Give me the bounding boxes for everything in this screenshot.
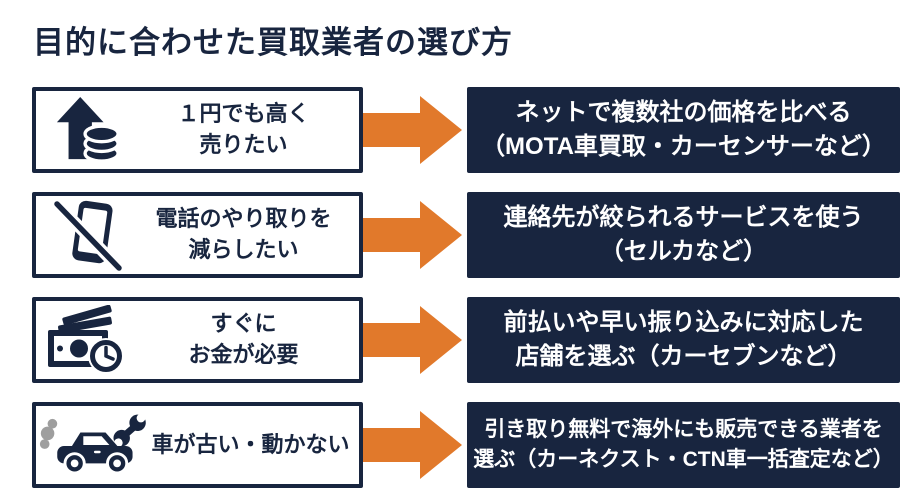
- need-box: すぐに お金が必要: [32, 297, 363, 383]
- solution-label: ネットで複数社の価格を比べる （MOTA車買取・カーセンサーなど）: [481, 98, 886, 160]
- need-label: 電話のやり取りを 減らしたい: [155, 206, 332, 262]
- flow-row-less-calls: 電話のやり取りを 減らしたい 連絡先が絞られるサービスを使う （セルカなど）: [32, 192, 900, 278]
- need-box: 電話のやり取りを 減らしたい: [32, 192, 363, 278]
- solution-label: 前払いや早い振り込みに対応した 店舗を選ぶ（カーセブンなど）: [503, 308, 864, 370]
- flow-row-sell-high: １円でも高く 売りたい ネットで複数社の価格を比べる （MOTA車買取・カーセン…: [32, 87, 900, 173]
- cash-clock-icon: [36, 305, 140, 375]
- solution-box: 前払いや早い振り込みに対応した 店舗を選ぶ（カーセブンなど）: [467, 297, 900, 383]
- solution-box: 引き取り無料で海外にも販売できる業者を 選ぶ（カーネクスト・CTN車一括査定など…: [467, 402, 900, 488]
- need-box: 車が古い・動かない: [32, 402, 363, 488]
- page-title: 目的に合わせた買取業者の選び方: [33, 25, 513, 60]
- need-box: １円でも高く 売りたい: [32, 87, 363, 173]
- broken-car-icon: [36, 413, 148, 477]
- need-label: １円でも高く 売りたい: [177, 101, 310, 157]
- solution-label: 連絡先が絞られるサービスを使う （セルカなど）: [503, 203, 864, 265]
- solution-box: ネットで複数社の価格を比べる （MOTA車買取・カーセンサーなど）: [467, 87, 900, 173]
- solution-label: 引き取り無料で海外にも販売できる業者を 選ぶ（カーネクスト・CTN車一括査定など…: [473, 418, 894, 471]
- right-arrow-icon: [363, 201, 462, 269]
- right-arrow-icon: [363, 306, 462, 374]
- right-arrow-icon: [363, 96, 462, 164]
- flow-row-need-cash: すぐに お金が必要 前払いや早い振り込みに対応した 店舗を選ぶ（カーセブンなど）: [32, 297, 900, 383]
- no-phone-icon: [36, 197, 140, 273]
- up-arrow-coins-icon: [36, 94, 140, 166]
- flow-row-old-car: 車が古い・動かない 引き取り無料で海外にも販売できる業者を 選ぶ（カーネクスト・…: [32, 402, 900, 488]
- right-arrow-icon: [363, 411, 462, 479]
- need-label: すぐに お金が必要: [188, 311, 299, 367]
- need-label: 車が古い・動かない: [151, 431, 350, 457]
- wrench: [113, 413, 146, 448]
- solution-box: 連絡先が絞られるサービスを使う （セルカなど）: [467, 192, 900, 278]
